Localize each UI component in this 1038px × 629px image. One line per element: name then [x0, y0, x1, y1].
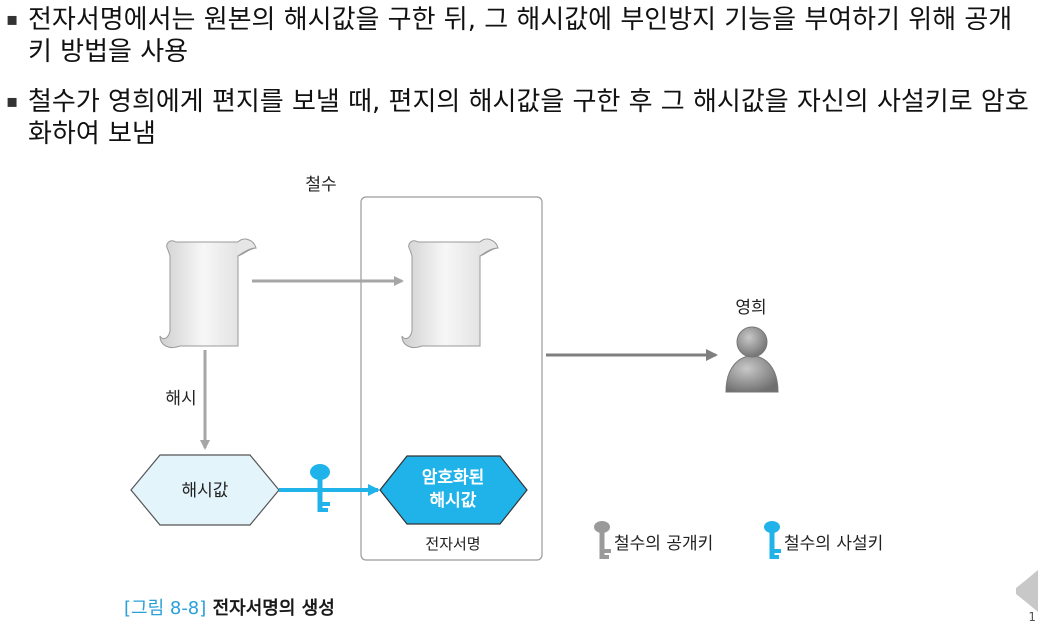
bullet-2: ▪ 철수가 영희에게 편지를 보낼 때, 편지의 해시값을 구한 후 그 해시값… — [6, 86, 1036, 150]
bullet-mark: ▪ — [6, 9, 19, 30]
sender-label: 철수 — [305, 175, 336, 195]
signature-label: 전자서명 — [425, 535, 480, 553]
bullet-2-text: 철수가 영희에게 편지를 보낼 때, 편지의 해시값을 구한 후 그 해시값을 … — [28, 87, 1029, 149]
bullet-1: ▪ 전자서명에서는 원본의 해시값을 구한 뒤, 그 해시값에 부인방지 기능을… — [6, 4, 1036, 68]
encrypted-hash-label-line1: 암호화된 — [422, 468, 485, 488]
signed-document-icon — [401, 238, 499, 349]
receiver-person-icon — [725, 326, 779, 393]
figure-title: 전자서명의 생성 — [212, 598, 335, 619]
encrypted-hash-hexagon — [379, 455, 528, 525]
page-number: 1 — [1028, 610, 1036, 624]
hash-label: 해시 — [165, 389, 196, 409]
legend-private-key-label: 철수의 사설키 — [784, 534, 883, 554]
figure-caption: [그림 8-8] 전자서명의 생성 — [124, 594, 335, 620]
hash-value-label: 해시값 — [182, 481, 229, 501]
private-key-legend-icon — [764, 521, 781, 559]
legend-public-key-label: 철수의 공개키 — [614, 534, 713, 554]
bullet-mark: ▪ — [6, 91, 19, 112]
speaker-icon — [1016, 570, 1038, 612]
public-key-legend-icon — [594, 521, 611, 559]
digital-signature-box — [360, 196, 543, 561]
encrypted-hash-label-line2: 해시값 — [430, 491, 477, 511]
bullet-1-text: 전자서명에서는 원본의 해시값을 구한 뒤, 그 해시값에 부인방지 기능을 부… — [28, 5, 1013, 67]
receiver-label: 영희 — [735, 298, 766, 318]
private-key-icon — [310, 464, 330, 512]
figure-number: [그림 8-8] — [124, 598, 207, 619]
original-document-icon — [159, 238, 257, 349]
